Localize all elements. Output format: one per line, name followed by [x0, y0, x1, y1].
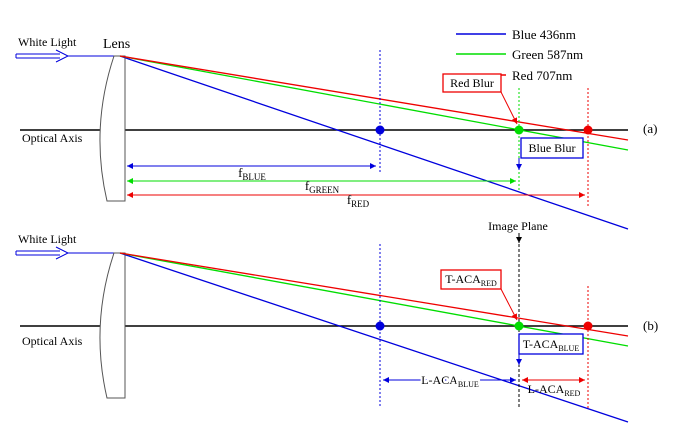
t-aca-red-box [440, 269, 502, 290]
focal-point-green-b [514, 321, 524, 331]
lens-label: Lens [103, 37, 130, 52]
panel-tag-a: (a) [643, 121, 657, 136]
focal-point-red-b [583, 321, 593, 331]
white-light-label-b: White Light [18, 232, 77, 246]
red-blur-box [442, 73, 502, 93]
legend-item-blue: Blue 436nm [456, 27, 576, 42]
f-green-label: fGREEN [305, 178, 340, 195]
l-aca-blue-label: L-ACABLUE [421, 373, 479, 389]
t-aca-blue-label: T-ACABLUE [523, 337, 580, 353]
panel-a: White Light Lens Optical Axis Red Blur B… [15, 35, 657, 230]
panel-b: White Light Optical Axis Image Plane T-A… [15, 219, 658, 423]
lens-shape-b [99, 252, 126, 399]
white-light-arrow-b [15, 246, 114, 260]
legend-label-green: Green 587nm [512, 47, 583, 62]
lens-shape-a [99, 55, 126, 202]
red-blur-arrow [500, 91, 518, 125]
focal-point-blue-a [375, 125, 385, 135]
ray-blue-a [119, 55, 629, 230]
t-aca-blue-box [518, 333, 584, 355]
panel-tag-b: (b) [643, 318, 658, 333]
legend: Blue 436nm Green 587nm Red 707nm [456, 27, 583, 83]
t-aca-red-arrow [500, 288, 518, 321]
ray-red-b [119, 252, 629, 337]
white-light-label-a: White Light [18, 35, 77, 49]
legend-item-green: Green 587nm [456, 47, 583, 62]
l-aca-red-label: L-ACARED [528, 382, 581, 398]
ray-green-a [119, 55, 629, 151]
optical-axis-label-b: Optical Axis [22, 334, 83, 348]
image-plane-label: Image Plane [488, 219, 548, 233]
f-red-label: fRED [347, 192, 370, 209]
blue-blur-box [520, 137, 584, 159]
legend-label-red: Red 707nm [512, 68, 572, 83]
ray-blue-b [119, 252, 629, 423]
t-aca-red-label: T-ACARED [445, 272, 497, 288]
optical-axis-label-a: Optical Axis [22, 131, 83, 145]
blue-blur-label: Blue Blur [529, 141, 576, 155]
legend-label-blue: Blue 436nm [512, 27, 576, 42]
focal-point-green-a [514, 125, 524, 135]
white-light-arrow-a [15, 49, 114, 63]
red-blur-label: Red Blur [450, 76, 494, 90]
focal-point-blue-b [375, 321, 385, 331]
ray-red-a [119, 55, 629, 141]
f-blue-label: fBLUE [238, 165, 266, 182]
ray-green-b [119, 252, 629, 347]
focal-point-red-a [583, 125, 593, 135]
